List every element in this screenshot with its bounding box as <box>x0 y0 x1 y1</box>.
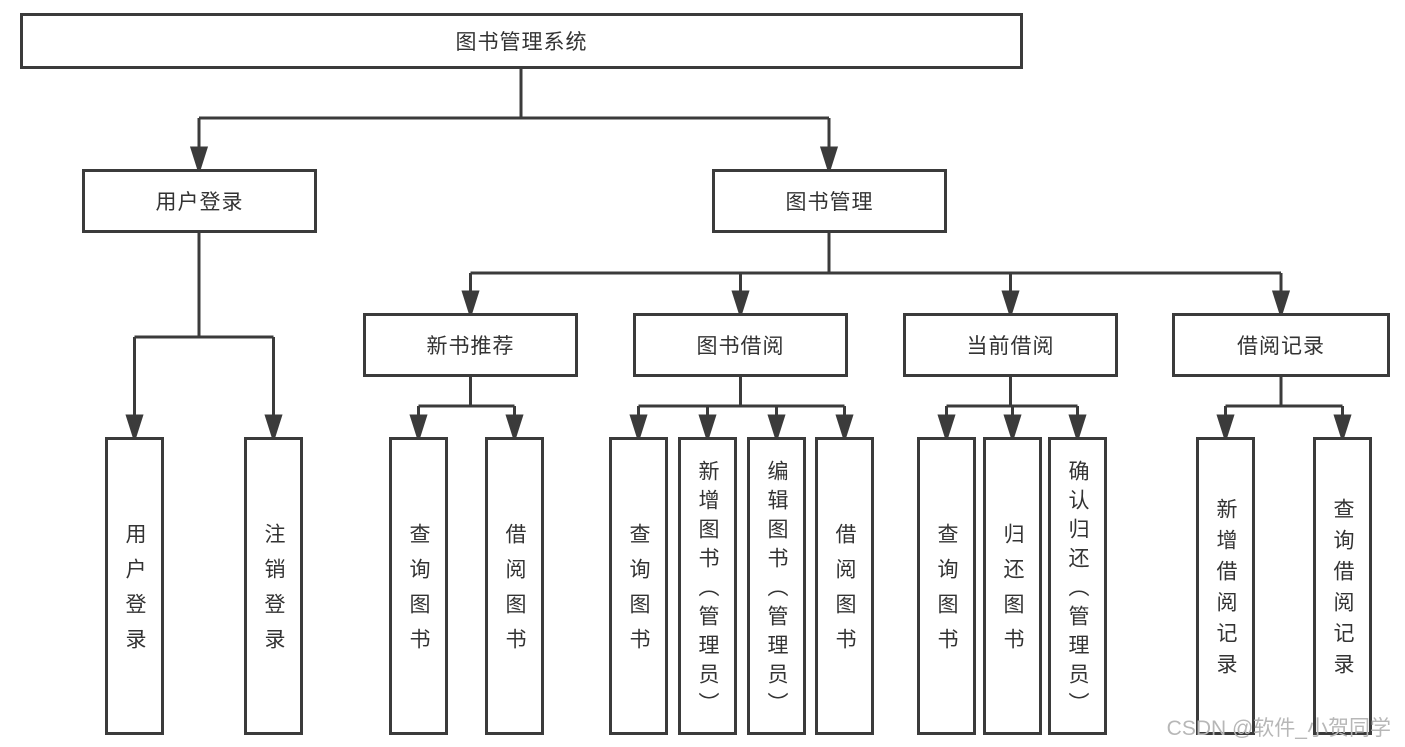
node-label: 查询借阅记录 <box>1331 498 1354 684</box>
leaf-borrow-books: 借阅图书 <box>815 437 874 735</box>
connector-book-borrow-branch <box>629 377 854 443</box>
node-label: 借阅图书 <box>833 523 856 663</box>
node-label: 新增借阅记录 <box>1214 498 1237 684</box>
leaf-query-books: 查询图书 <box>917 437 976 735</box>
arrowhead-icon <box>819 146 839 175</box>
node-user-login: 用户登录 <box>82 169 317 233</box>
leaf-query-books: 查询图书 <box>389 437 448 735</box>
node-root: 图书管理系统 <box>20 13 1023 69</box>
connector-borrow-records-branch <box>1216 377 1352 443</box>
arrowhead-icon <box>835 414 854 443</box>
connector-current-borrow-branch <box>937 377 1087 443</box>
arrowhead-icon <box>1001 290 1020 319</box>
node-label: 查询图书 <box>407 523 430 663</box>
arrowhead-icon <box>1271 290 1291 319</box>
leaf-user-login: 用户登录 <box>105 437 164 735</box>
leaf-return-book: 归还图书 <box>983 437 1042 735</box>
arrowhead-icon <box>1003 414 1022 443</box>
node-label: 确认归还（管理员） <box>1066 459 1089 721</box>
connector-new-book-branch <box>409 377 524 443</box>
node-label: 借阅记录 <box>1237 335 1325 358</box>
arrowhead-icon <box>505 414 524 443</box>
node-label: 查询图书 <box>627 523 650 663</box>
node-borrow-records: 借阅记录 <box>1172 313 1390 377</box>
leaf-logout: 注销登录 <box>244 437 303 735</box>
watermark: CSDN @软件_小贺同学 <box>1166 717 1391 740</box>
arrowhead-icon <box>698 414 717 443</box>
node-label: 图书管理系统 <box>455 31 588 54</box>
arrowhead-icon <box>731 290 750 319</box>
node-new-book-recommend: 新书推荐 <box>363 313 578 377</box>
leaf-confirm-return-admin: 确认归还（管理员） <box>1048 437 1107 735</box>
node-label: 图书借阅 <box>696 335 785 358</box>
node-label: 当前借阅 <box>966 335 1055 358</box>
node-book-borrow: 图书借阅 <box>633 313 848 377</box>
node-label: 用户登录 <box>123 523 146 663</box>
node-label: 编辑图书（管理员） <box>765 459 788 721</box>
arrowhead-icon <box>1216 414 1235 443</box>
node-label: 查询图书 <box>935 523 958 663</box>
node-current-borrow: 当前借阅 <box>903 313 1118 377</box>
connector-book-mgmt-branch <box>461 233 1291 319</box>
node-label: 新书推荐 <box>426 335 515 358</box>
node-book-mgmt: 图书管理 <box>712 169 947 233</box>
node-label: 新增图书（管理员） <box>696 459 719 721</box>
arrowhead-icon <box>937 414 956 443</box>
arrowhead-icon <box>189 146 209 175</box>
arrowhead-icon <box>767 414 786 443</box>
arrowhead-icon <box>409 414 428 443</box>
connector-root-branch <box>189 68 839 175</box>
leaf-add-borrow-record: 新增借阅记录 <box>1196 437 1255 735</box>
leaf-borrow-books: 借阅图书 <box>485 437 544 735</box>
node-label: 归还图书 <box>1001 523 1024 663</box>
node-label: 用户登录 <box>155 191 244 214</box>
leaf-edit-book-admin: 编辑图书（管理员） <box>747 437 806 735</box>
arrowhead-icon <box>1068 414 1087 443</box>
arrowhead-icon <box>125 414 144 443</box>
node-label: 图书管理 <box>785 191 874 214</box>
leaf-add-book-admin: 新增图书（管理员） <box>678 437 737 735</box>
connector-user-login-branch <box>125 233 283 443</box>
arrowhead-icon <box>629 414 648 443</box>
arrowhead-icon <box>461 290 480 319</box>
arrowhead-icon <box>1333 414 1352 443</box>
node-label: 借阅图书 <box>503 523 526 663</box>
arrowhead-icon <box>264 414 283 443</box>
leaf-query-borrow-record: 查询借阅记录 <box>1313 437 1372 735</box>
leaf-query-books: 查询图书 <box>609 437 668 735</box>
node-label: 注销登录 <box>262 523 285 663</box>
